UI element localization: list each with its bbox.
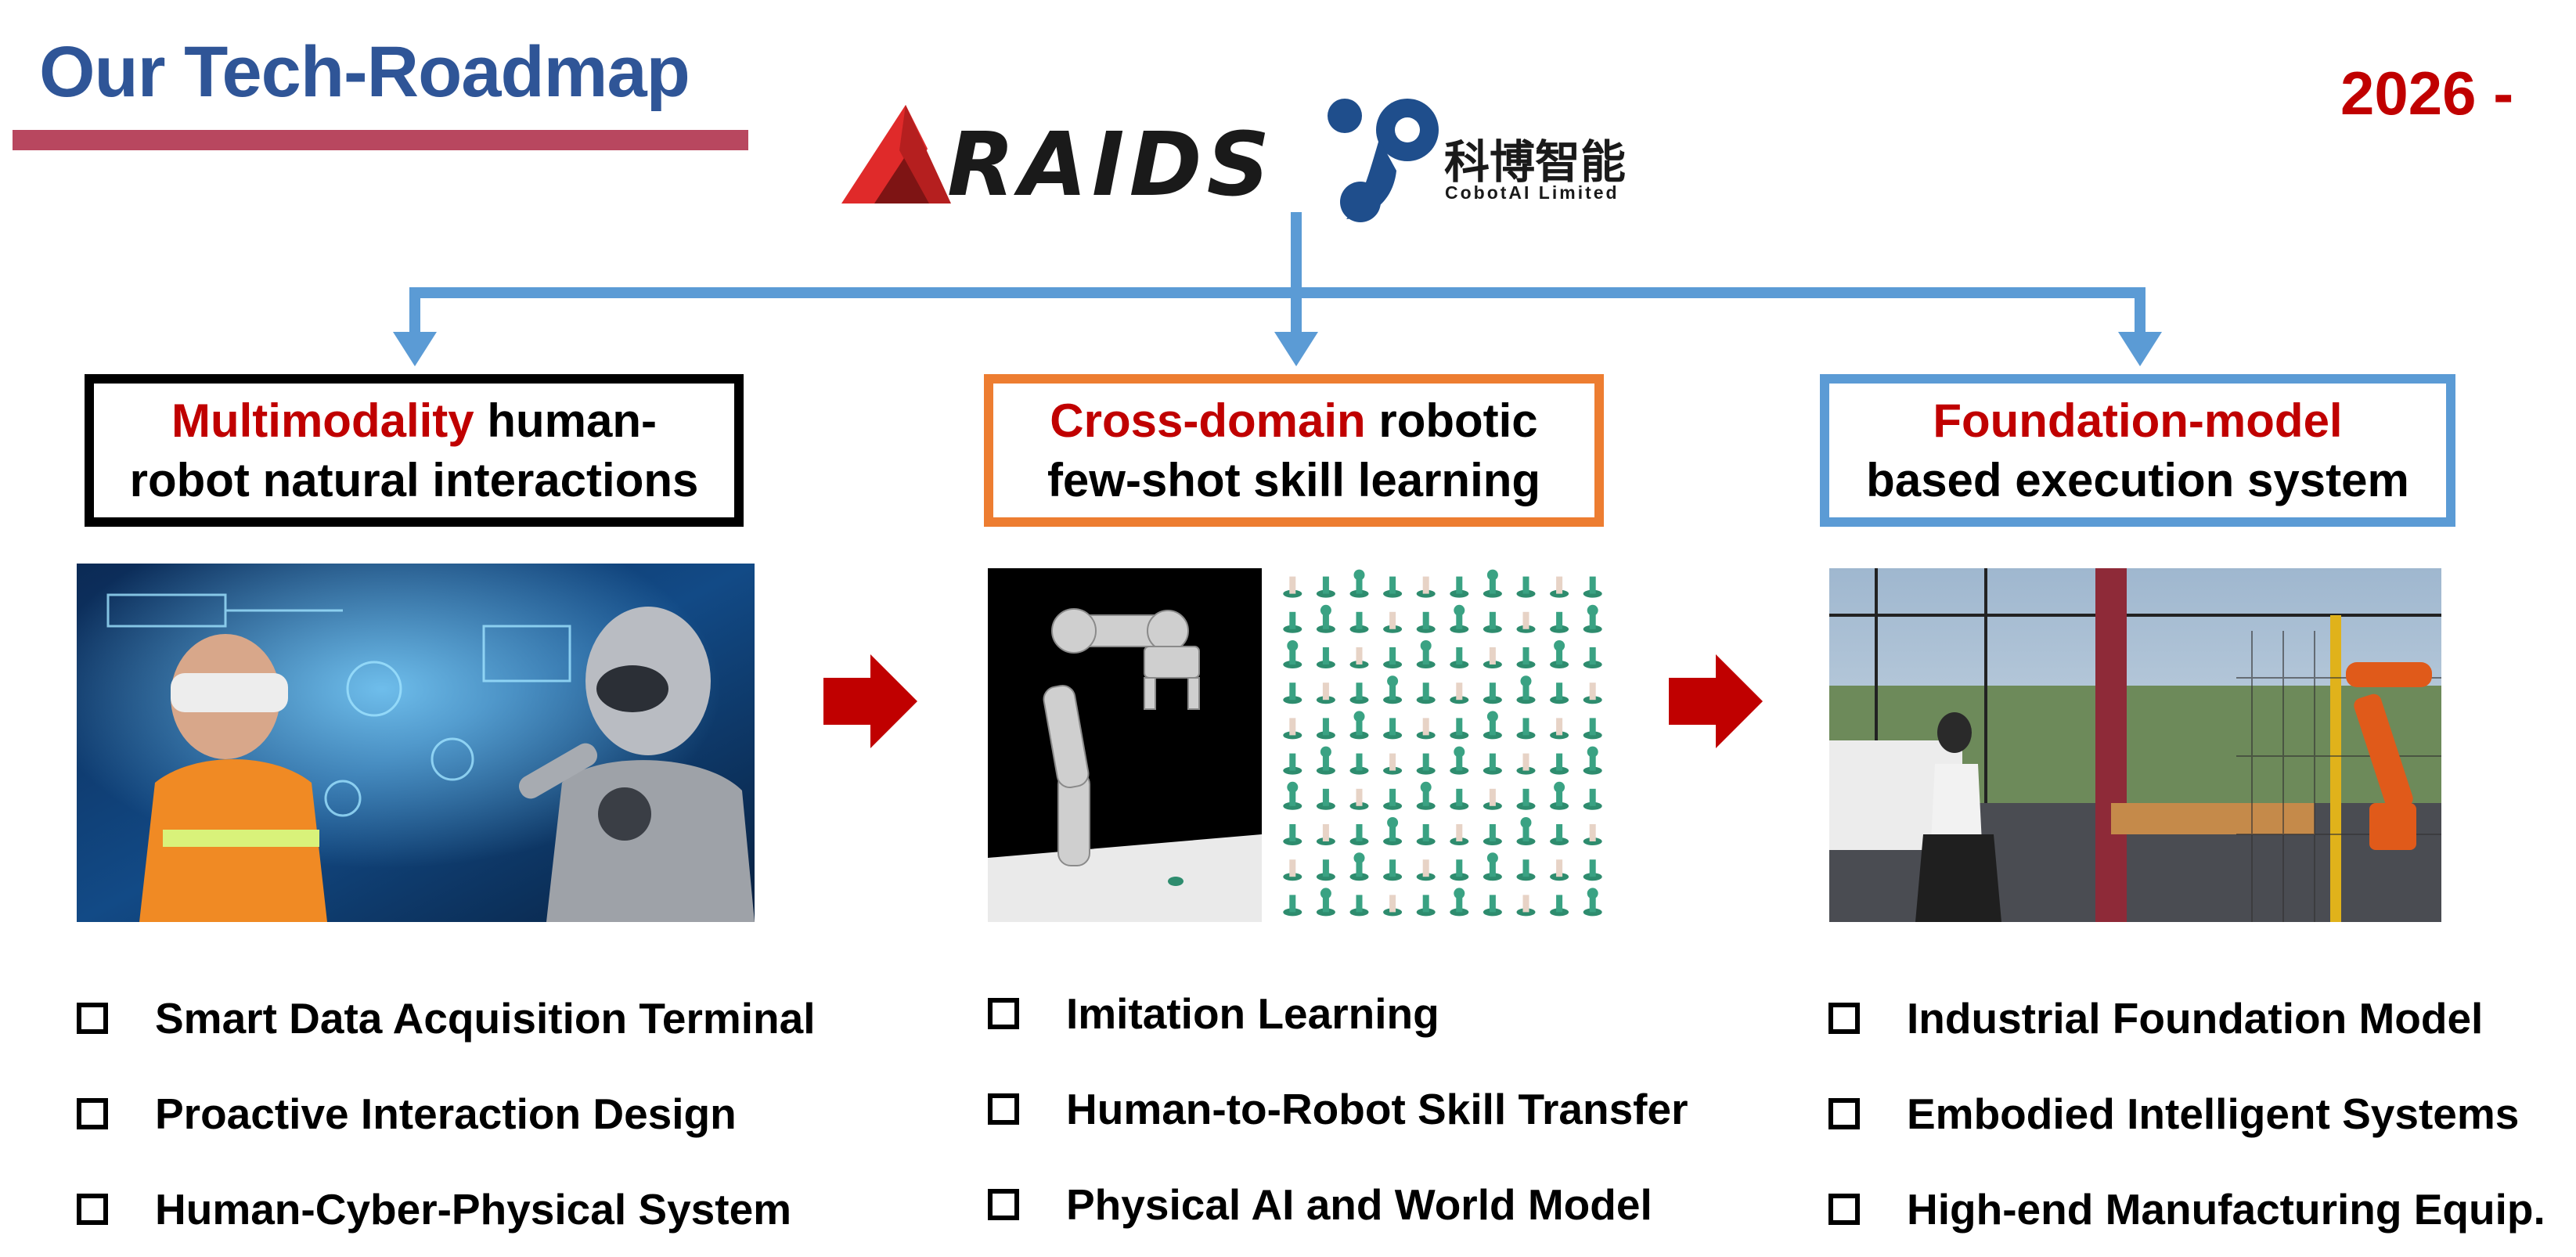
checkbox-outline-icon (77, 1003, 108, 1034)
list-item: High-end Manufacturing Equip. (1828, 1162, 2545, 1257)
checkbox-outline-icon (77, 1194, 108, 1225)
cobotai-logo-icon (1328, 99, 1439, 222)
down-arrow-icon (2118, 332, 2162, 366)
araids-logo-icon (841, 105, 951, 203)
pillar-highlight: Multimodality (171, 394, 474, 447)
checkbox-outline-icon (1828, 1098, 1860, 1129)
list-item-label: Imitation Learning (1066, 989, 1439, 1038)
list-item-label: Embodied Intelligent Systems (1907, 1090, 2520, 1138)
list-item: Industrial Foundation Model (1828, 971, 2545, 1066)
pillar-box-cross-domain: Cross-domain robotic few-shot skill lear… (984, 374, 1604, 527)
list-item-label: Human-to-Robot Skill Transfer (1066, 1085, 1688, 1133)
list-item-label: Human-Cyber-Physical System (155, 1185, 792, 1234)
right-arrow-icon (823, 654, 917, 748)
down-arrow-icon (1274, 332, 1318, 366)
robot-arm-render-image (988, 568, 1262, 922)
year-label: 2026 - (2340, 59, 2514, 128)
list-item: Smart Data Acquisition Terminal (77, 971, 816, 1066)
pillar-title-rest: robotic (1365, 394, 1538, 447)
list-item: Proactive Interaction Design (77, 1066, 816, 1162)
pillar-3-bullet-list: Industrial Foundation Model Embodied Int… (1828, 971, 2545, 1257)
right-arrow-icon (1669, 654, 1763, 748)
list-item: Embodied Intelligent Systems (1828, 1066, 2545, 1162)
cobotai-logo-english: CobotAI Limited (1445, 182, 1619, 203)
object-dataset-grid-image (1276, 568, 1609, 922)
pillar-title-line2: robot natural interactions (129, 453, 699, 506)
list-item: Human-to-Robot Skill Transfer (988, 1061, 1688, 1157)
pillar-box-multimodality: Multimodality human- robot natural inter… (85, 374, 744, 527)
title-underline (13, 130, 748, 150)
pillar-highlight: Foundation-model (1933, 394, 2343, 447)
list-item-label: Proactive Interaction Design (155, 1090, 737, 1138)
checkbox-outline-icon (988, 998, 1019, 1029)
robotics-lab-photo-image (1829, 568, 2441, 922)
checkbox-outline-icon (988, 1093, 1019, 1125)
down-arrow-icon (393, 332, 437, 366)
list-item-label: Smart Data Acquisition Terminal (155, 994, 816, 1043)
list-item-label: Industrial Foundation Model (1907, 994, 2484, 1043)
checkbox-outline-icon (1828, 1194, 1860, 1225)
cobotai-logo-chinese: 科博智能 (1444, 135, 1627, 189)
checkbox-outline-icon (1828, 1003, 1860, 1034)
pillar-1-bullet-list: Smart Data Acquisition Terminal Proactiv… (77, 971, 816, 1257)
pillar-2-bullet-list: Imitation Learning Human-to-Robot Skill … (988, 966, 1688, 1252)
list-item: Human-Cyber-Physical System (77, 1162, 816, 1257)
pillar-title-line2: few-shot skill learning (1047, 453, 1541, 506)
pillar-title-line2: based execution system (1866, 453, 2409, 506)
pillar-highlight: Cross-domain (1050, 394, 1366, 447)
pillar-box-foundation-model: Foundation-model based execution system (1820, 374, 2455, 527)
list-item: Imitation Learning (988, 966, 1688, 1061)
human-robot-interaction-image (77, 564, 755, 922)
list-item: Physical AI and World Model (988, 1157, 1688, 1252)
list-item-label: High-end Manufacturing Equip. (1907, 1185, 2545, 1234)
checkbox-outline-icon (77, 1098, 108, 1129)
pillar-title-rest: human- (474, 394, 657, 447)
list-item-label: Physical AI and World Model (1066, 1180, 1652, 1229)
araids-logo-text: RAIDS (947, 114, 1275, 216)
checkbox-outline-icon (988, 1189, 1019, 1220)
page-title: Our Tech-Roadmap (39, 32, 690, 112)
